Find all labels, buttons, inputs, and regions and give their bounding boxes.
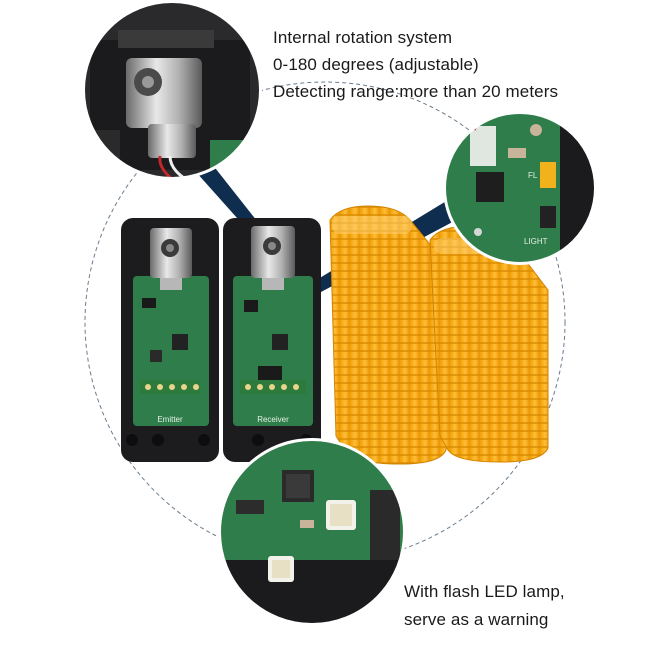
caption-line: Detecting range:more than 20 meters bbox=[273, 82, 559, 101]
jumper-label-light: LIGHT bbox=[524, 237, 548, 246]
zoom-rotation-mechanism bbox=[82, 0, 262, 180]
caption-line: 0-180 degrees (adjustable) bbox=[273, 55, 479, 74]
amber-lens-covers bbox=[329, 205, 549, 465]
receiver-label: Receiver bbox=[257, 415, 289, 424]
feature-caption-led: With flash LED lamp, serve as a warning bbox=[404, 578, 565, 634]
zoom-led-lamp bbox=[218, 438, 406, 626]
zoom-jumper-board: FL LIGHT bbox=[443, 111, 597, 265]
emitter-label: Emitter bbox=[157, 415, 183, 424]
caption-line: serve as a warning bbox=[404, 610, 549, 629]
receiver-unit: Receiver bbox=[223, 218, 321, 462]
caption-line: With flash LED lamp, bbox=[404, 582, 565, 601]
caption-line: Internal rotation system bbox=[273, 28, 453, 47]
feature-caption-rotation: Internal rotation system 0-180 degrees (… bbox=[273, 24, 558, 105]
jumper-label-fl: FL bbox=[528, 171, 538, 180]
emitter-unit: Emitter bbox=[121, 218, 219, 462]
dashed-outline-circle bbox=[84, 81, 566, 563]
